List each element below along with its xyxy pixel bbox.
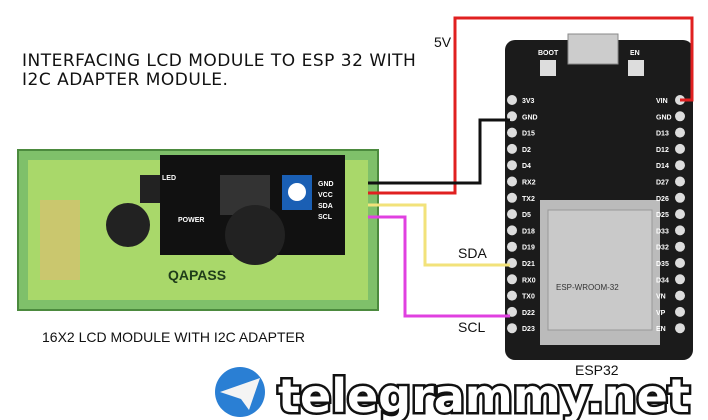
header-pin: [675, 241, 685, 252]
pin-label: VP: [656, 310, 666, 317]
pin-gnd: GND: [318, 181, 334, 188]
pin-label: D19: [522, 245, 535, 252]
pin-label: D27: [656, 180, 669, 187]
pin-vcc: VCC: [318, 192, 333, 199]
pin-label: D13: [656, 131, 669, 138]
header-pin: [507, 192, 517, 203]
lcd-caption: 16X2 LCD MODULE WITH I2C ADAPTER: [42, 329, 305, 345]
pin-label: D15: [522, 131, 535, 138]
sda-wire: [368, 203, 510, 267]
header-pin: [675, 258, 685, 268]
watermark: telegrammy.net: [278, 369, 690, 420]
pin-label: D2: [522, 147, 531, 154]
header-pin: [507, 225, 517, 236]
pin-label: D12: [656, 147, 669, 154]
pin-label: D4: [522, 163, 531, 170]
header-pin: [507, 323, 517, 334]
header-pin: [675, 192, 685, 203]
lcd-brand: QAPASS: [168, 267, 226, 283]
sda-label: SDA: [458, 245, 487, 261]
header-pin: [507, 160, 517, 171]
adapter-pins: GND VCC SDA SCL: [318, 181, 334, 221]
module-name: ESP-WROOM-32: [556, 283, 619, 292]
header-pin: [675, 143, 685, 154]
pin-scl: SCL: [318, 214, 333, 221]
scl-label: SCL: [458, 319, 485, 335]
pin-label: D32: [656, 245, 669, 252]
header-pin: [507, 306, 517, 317]
header-pin: [507, 274, 517, 285]
telegram-logo: [215, 367, 265, 417]
vcc-wire: [368, 16, 694, 195]
pin-label: GND: [656, 114, 672, 121]
lcd-module: QAPASS LED POWER GND VCC SDA SCL: [17, 149, 379, 311]
pin-label: D34: [656, 277, 669, 284]
diagram-title-line1: INTERFACING LCD MODULE TO ESP 32 WITH: [22, 51, 416, 71]
header-pin: [507, 290, 517, 301]
pin-label: TX2: [522, 196, 535, 203]
header-pin: [675, 176, 685, 187]
header-pin: [675, 323, 685, 334]
pin-label: D21: [522, 261, 535, 268]
boot-button-label: BOOT: [538, 50, 559, 57]
header-pin: [507, 95, 517, 105]
pin-label: RX2: [522, 180, 536, 187]
header-pin: [507, 127, 517, 138]
header-pin: [675, 225, 685, 236]
header-pin: [675, 306, 685, 317]
pin-label: D18: [522, 228, 535, 235]
header-pin: [675, 111, 685, 122]
header-pin: [507, 241, 517, 252]
pin-sda: SDA: [318, 203, 333, 210]
pin-label: TX0: [522, 294, 535, 301]
gnd-wire: [368, 118, 510, 185]
pin-label: 3V3: [522, 98, 535, 105]
header-pin: [507, 209, 517, 220]
esp32-label: ESP32: [575, 362, 619, 378]
scl-wire: [368, 215, 510, 318]
pin-label: D25: [656, 212, 669, 219]
pin-label: D26: [656, 196, 669, 203]
pin-label: D35: [656, 261, 669, 268]
pin-label: D22: [522, 310, 535, 317]
header-pin: [675, 127, 685, 138]
led-label: LED: [162, 175, 176, 182]
header-pin: [675, 290, 685, 301]
pin-label: VN: [656, 294, 666, 301]
pin-label: D33: [656, 228, 669, 235]
header-pin: [507, 176, 517, 187]
pin-label: GND: [522, 114, 538, 121]
5v-label: 5V: [434, 34, 452, 50]
en-button-label: EN: [630, 50, 640, 57]
pin-label: VIN: [656, 98, 668, 105]
pin-label: D14: [656, 163, 669, 170]
pin-label: EN: [656, 326, 666, 333]
header-pin: [507, 143, 517, 154]
pin-label: D23: [522, 326, 535, 333]
pin-label: D5: [522, 212, 531, 219]
power-label: POWER: [178, 217, 204, 224]
header-pin: [675, 274, 685, 285]
diagram-title-line2: I2C ADAPTER MODULE.: [22, 70, 228, 90]
header-pin: [675, 209, 685, 220]
header-pin: [675, 160, 685, 171]
pin-label: RX0: [522, 277, 536, 284]
